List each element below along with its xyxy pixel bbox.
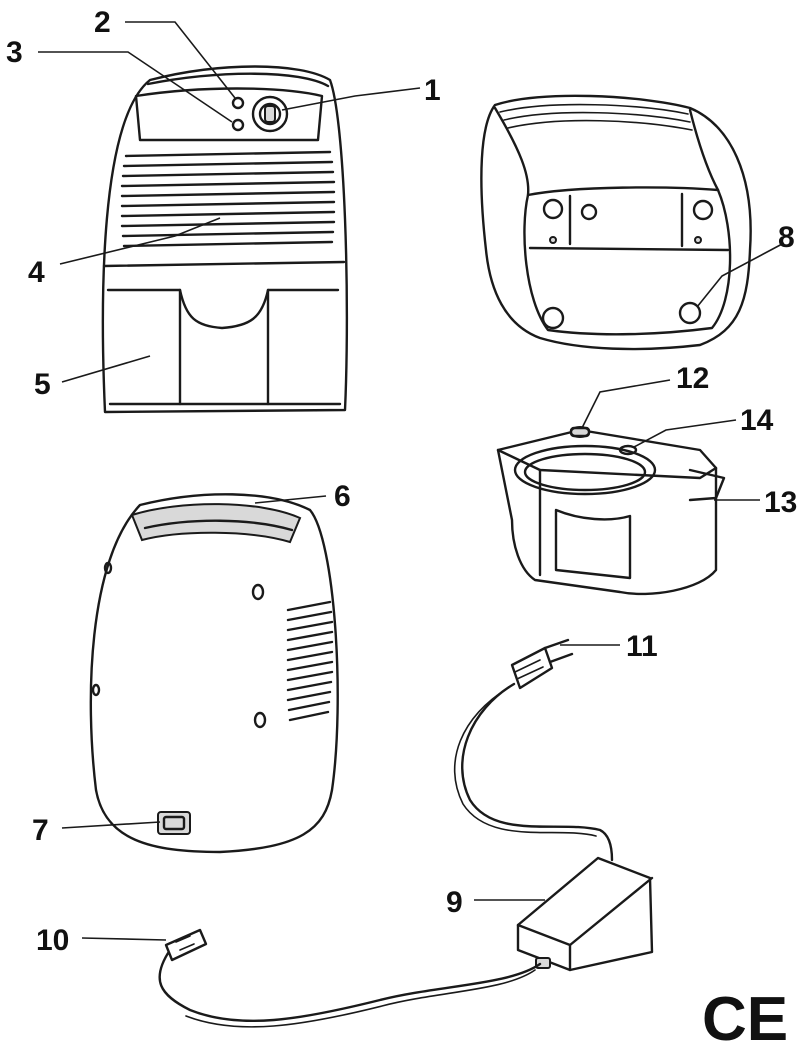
callout-7: 7 — [32, 814, 49, 847]
front-air-grille — [120, 150, 336, 248]
callout-1: 1 — [424, 74, 441, 107]
dehumidifier-bottom-view — [480, 94, 752, 351]
callout-6: 6 — [334, 480, 351, 513]
leader-1 — [281, 87, 421, 111]
dehumidifier-back-view — [89, 493, 339, 854]
leader-4 — [59, 217, 221, 265]
leader-14 — [633, 419, 737, 448]
callout-10: 10 — [36, 924, 69, 957]
back-side-vents — [286, 600, 334, 722]
front-water-tank — [102, 260, 346, 406]
dehumidifier-front-view — [101, 65, 349, 414]
appliance-connector — [164, 928, 208, 962]
leader-10 — [81, 937, 167, 941]
callout-14: 14 — [740, 404, 774, 437]
callout-12: 12 — [676, 362, 709, 395]
callout-5: 5 — [34, 368, 51, 401]
leader-lines — [38, 21, 785, 941]
mains-plug — [510, 638, 574, 690]
leader-6 — [254, 495, 327, 504]
leader-8 — [696, 242, 785, 308]
leader-2 — [125, 21, 236, 99]
callout-13: 13 — [764, 486, 797, 519]
adapter-box — [516, 856, 654, 972]
callout-4: 4 — [28, 256, 45, 289]
callout-2: 2 — [94, 6, 111, 39]
callout-3: 3 — [6, 36, 23, 69]
leader-7 — [61, 821, 161, 829]
power-adapter-assembly — [158, 638, 654, 1028]
leader-5 — [61, 355, 151, 383]
callout-9: 9 — [446, 886, 463, 919]
leader-3 — [38, 51, 233, 123]
callout-8: 8 — [778, 221, 795, 254]
callout-11: 11 — [626, 630, 658, 663]
ce-mark: CE — [702, 985, 788, 1050]
leader-12 — [581, 379, 671, 429]
callout-labels: 2 3 1 4 5 6 7 8 9 10 11 12 13 14 — [6, 6, 797, 957]
water-tank — [496, 426, 726, 596]
